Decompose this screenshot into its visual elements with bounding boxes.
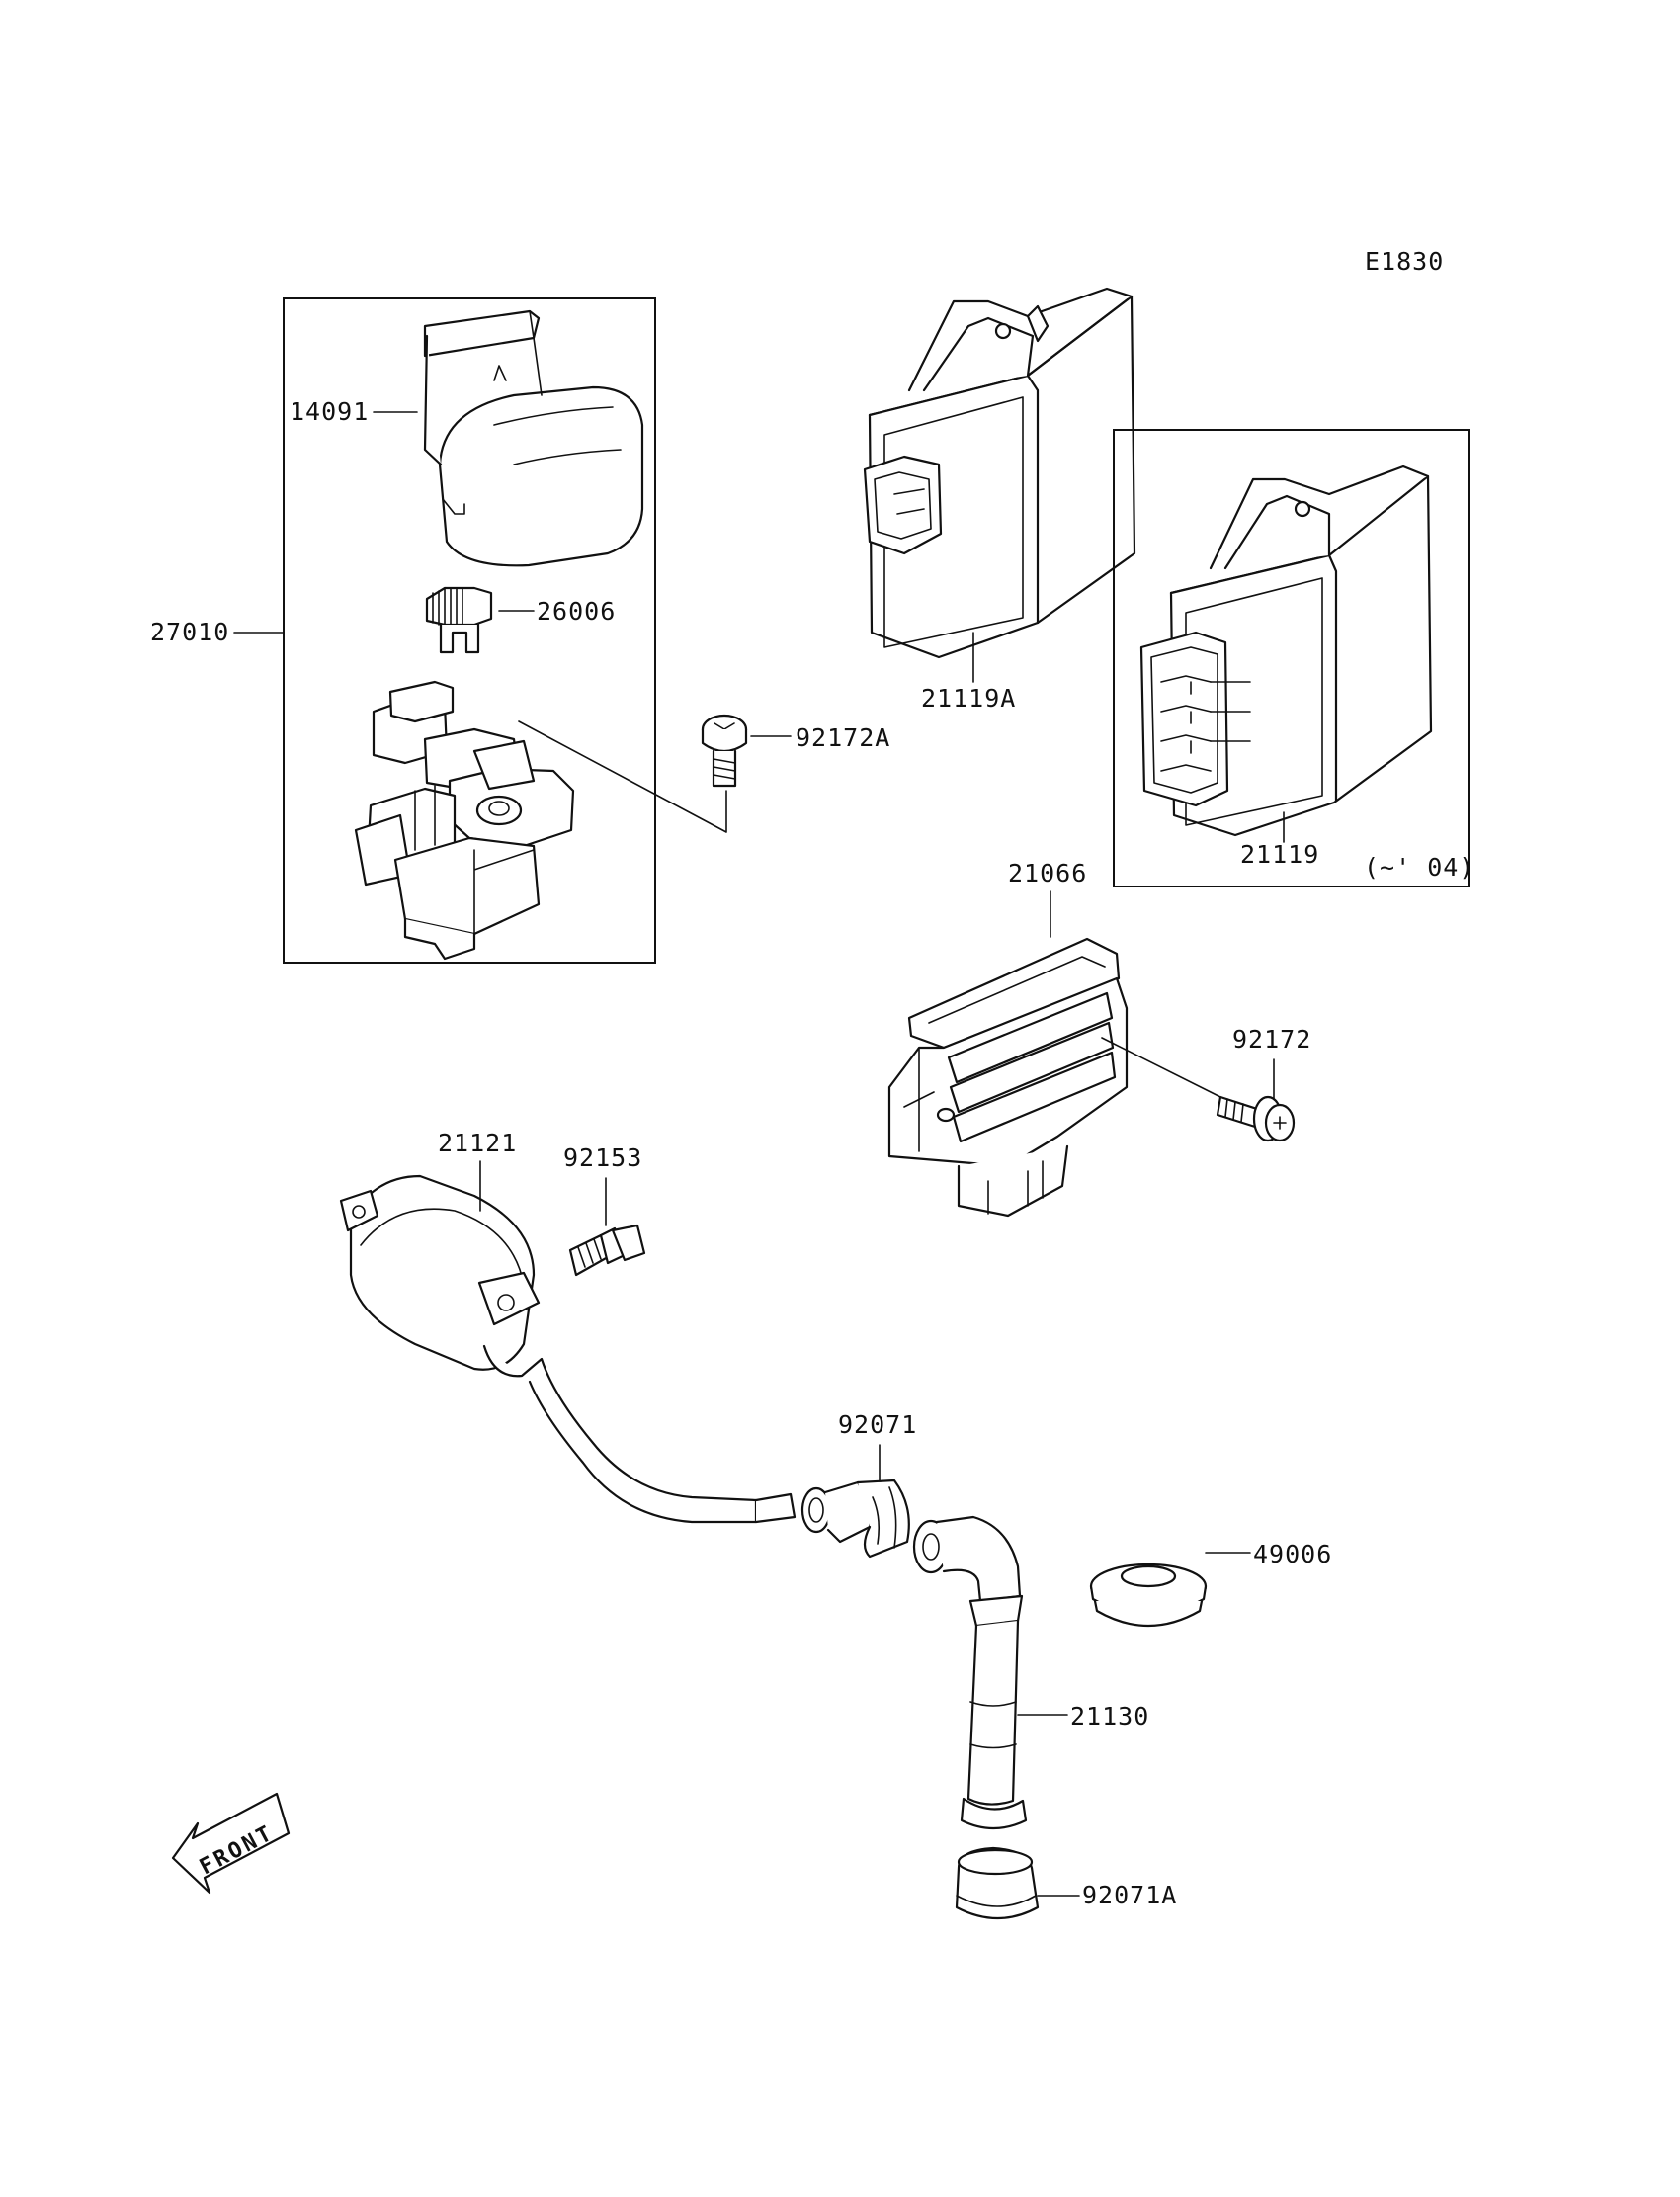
starter-relay-part[interactable] [354, 680, 575, 961]
relay-cover-part[interactable] [423, 309, 644, 567]
grommet-part[interactable] [1089, 1563, 1208, 1627]
cdi-variant-group-box [1113, 429, 1470, 887]
label-92172: 92172 [1232, 1025, 1311, 1054]
bolt-92153-part[interactable] [568, 1224, 646, 1277]
front-direction-arrow: FRONT [171, 1792, 291, 1895]
label-92071A: 92071A [1082, 1881, 1177, 1909]
variant-note: (~' 04) [1364, 853, 1474, 882]
regulator-part[interactable] [887, 937, 1129, 1218]
relay-assembly-group-box [283, 297, 656, 964]
bolt-92172a-part[interactable] [701, 714, 748, 788]
label-49006: 49006 [1253, 1540, 1332, 1568]
label-92172A: 92172A [796, 723, 890, 752]
label-21119: 21119 [1240, 840, 1319, 869]
regulator-bolt-leader-line [1101, 1037, 1221, 1098]
label-21066: 21066 [1008, 859, 1087, 887]
bolt-92172-part[interactable] [1216, 1095, 1296, 1142]
seal-92071a-part[interactable] [955, 1846, 1040, 1920]
plug-cap-part[interactable] [912, 1515, 1028, 1830]
cdi-unit-21119a-part[interactable] [863, 287, 1136, 659]
relay-bolt-leader-line [518, 720, 727, 833]
label-21119A: 21119A [921, 684, 1016, 713]
cdi-unit-21119-part[interactable] [1139, 465, 1433, 837]
seal-92071-part[interactable] [800, 1479, 910, 1559]
label-92153: 92153 [563, 1143, 642, 1172]
label-26006: 26006 [537, 597, 616, 626]
label-21130: 21130 [1070, 1702, 1149, 1731]
diagram-code: E1830 [1365, 247, 1444, 276]
label-27010: 27010 [150, 618, 229, 646]
label-14091: 14091 [290, 397, 369, 426]
fuse-part[interactable] [425, 586, 493, 654]
label-21121: 21121 [438, 1129, 517, 1157]
label-92071: 92071 [838, 1410, 917, 1439]
ignition-coil-part[interactable] [339, 1174, 797, 1524]
